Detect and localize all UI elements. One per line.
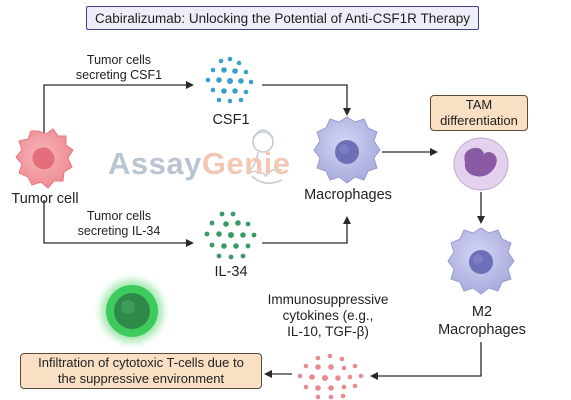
- m2-line1: M2: [471, 304, 493, 320]
- arrow-tumor-to-il34: [43, 200, 194, 247]
- arrow-il34-to-macrophages: [262, 216, 351, 244]
- cytokines-line2: cytokines (e.g.,: [282, 308, 374, 323]
- il34-molecules-icon: [204, 211, 257, 260]
- csf1-source-line1: Tumor cells: [86, 53, 152, 67]
- infiltration-box: Infiltration of cytotoxic T-cells due to…: [20, 353, 262, 389]
- tam-cell-icon: [453, 137, 509, 191]
- macrophage-icon: [313, 116, 381, 184]
- csf1-source-label: Tumor cells secreting CSF1: [64, 53, 174, 83]
- arrows: [43, 81, 485, 380]
- assaygenie-watermark: AssayGenie: [108, 146, 291, 182]
- genie-logo-icon: [247, 129, 283, 184]
- cytokines-label: Immunosuppressive cytokines (e.g., IL-10…: [258, 292, 398, 340]
- cytokine-molecules-icon: [297, 353, 364, 400]
- csf1-molecules-icon: [205, 56, 254, 104]
- infiltration-line1: Infiltration of cytotoxic T-cells due to: [38, 355, 244, 370]
- il34-label: IL-34: [214, 264, 248, 280]
- il34-source-label: Tumor cells secreting IL-34: [64, 209, 174, 239]
- macrophages-label: Macrophages: [304, 187, 392, 203]
- diagram-title-text: Cabiralizumab: Unlocking the Potential o…: [95, 10, 470, 26]
- m2-macrophages-label: M2 Macrophages: [432, 303, 532, 339]
- arrow-csf1-to-macrophages: [262, 84, 351, 116]
- tam-line2: differentiation: [440, 113, 518, 128]
- t-cell-icon: [92, 271, 172, 351]
- tumor-cell-icon: [15, 128, 74, 189]
- cytokines-line3: IL-10, TGF-β): [287, 324, 369, 339]
- tumor-cell-label: Tumor cell: [11, 191, 79, 207]
- il34-source-line2: secreting IL-34: [77, 224, 161, 238]
- watermark-part2: Genie: [201, 146, 291, 181]
- m2-line2: Macrophages: [438, 322, 526, 338]
- tam-line1: TAM: [465, 97, 493, 112]
- arrow-tumor-to-csf1: [43, 81, 194, 138]
- cytokines-line1: Immunosuppressive: [267, 292, 389, 307]
- csf1-label: CSF1: [212, 112, 250, 128]
- watermark-part1: Assay: [108, 146, 202, 181]
- infiltration-line2: the suppressive environment: [57, 371, 225, 386]
- il34-source-line1: Tumor cells: [86, 209, 152, 223]
- tam-differentiation-box: TAM differentiation: [430, 95, 528, 131]
- diagram-title: Cabiralizumab: Unlocking the Potential o…: [86, 6, 479, 30]
- arrow-m2-to-cytokines: [370, 342, 482, 380]
- csf1-source-line2: secreting CSF1: [75, 68, 163, 82]
- m2-macrophage-icon: [447, 227, 515, 295]
